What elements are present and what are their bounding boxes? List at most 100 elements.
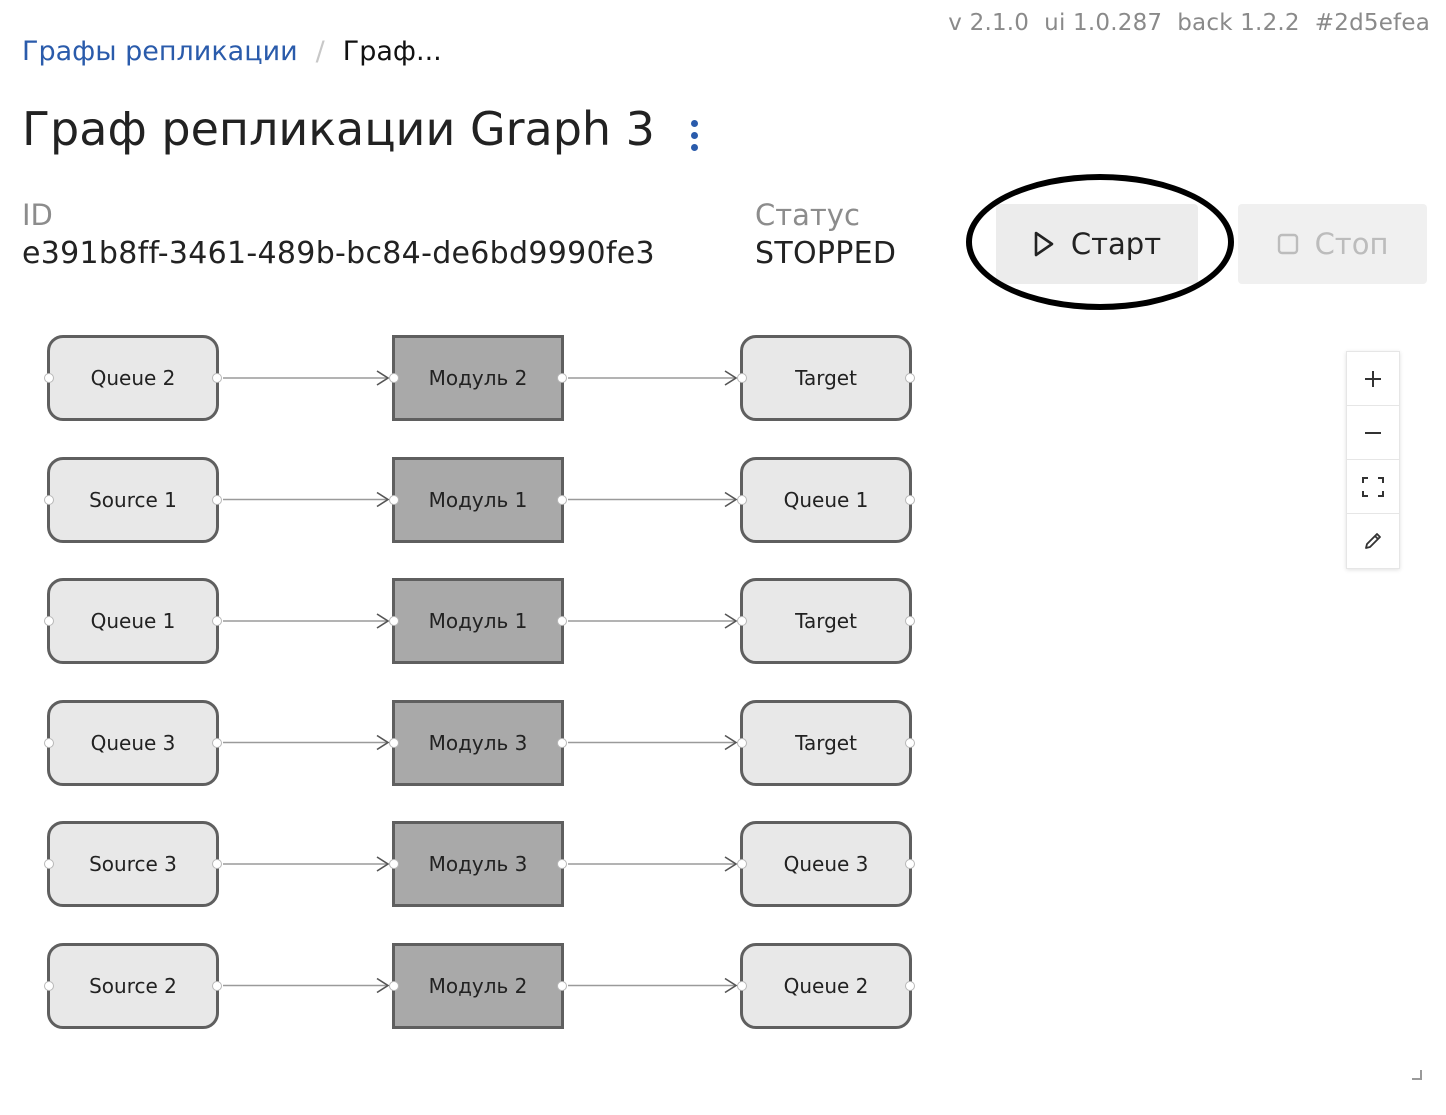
graph-port-left[interactable] — [737, 737, 747, 748]
graph-port-left[interactable] — [389, 737, 399, 748]
graph-port-right[interactable] — [212, 859, 222, 869]
graph-edge-arrowhead — [724, 856, 738, 872]
zoom-in-button[interactable] — [1347, 352, 1399, 406]
graph-node-label: Queue 2 — [90, 366, 176, 390]
graph-port-left[interactable] — [44, 737, 54, 748]
id-label: ID — [22, 198, 53, 232]
zoom-controls — [1346, 351, 1400, 569]
graph-port-right[interactable] — [905, 859, 915, 869]
breadcrumb-link-graphs[interactable]: Графы репликации — [22, 36, 298, 67]
graph-edge-arrowhead — [376, 734, 390, 751]
graph-node-label: Queue 3 — [90, 730, 176, 755]
graph-edge-arrowhead — [376, 370, 390, 386]
stop-icon — [1277, 233, 1298, 255]
graph-node-source[interactable]: Source 3 — [44, 821, 222, 907]
graph-port-right[interactable] — [557, 616, 567, 626]
graph-node-label: Target — [795, 609, 857, 633]
graph-node-target[interactable]: Queue 3 — [737, 821, 915, 907]
resize-handle[interactable] — [1412, 1070, 1422, 1080]
graph-port-right[interactable] — [905, 980, 915, 991]
graph-port-right[interactable] — [905, 373, 915, 383]
breadcrumb-separator: / — [315, 36, 325, 67]
graph-port-left[interactable] — [44, 494, 54, 505]
graph-port-left[interactable] — [44, 980, 54, 991]
graph-node-source[interactable]: Source 1 — [44, 456, 222, 543]
graph-port-left[interactable] — [389, 980, 399, 991]
graph-node-label: Модуль 3 — [428, 852, 528, 876]
graph-node-module[interactable]: Модуль 2 — [389, 335, 567, 421]
graph-port-right[interactable] — [557, 737, 567, 748]
graph-port-left[interactable] — [389, 616, 399, 626]
graph-edge-arrowhead — [376, 977, 390, 994]
graph-port-left[interactable] — [389, 494, 399, 505]
graph-port-right[interactable] — [905, 616, 915, 626]
page-title: Граф репликации Graph 3 — [22, 102, 655, 156]
title-row: Граф репликации Graph 3 — [22, 98, 701, 158]
graph-node-label: Source 2 — [89, 973, 177, 998]
graph-port-left[interactable] — [44, 616, 54, 626]
graph-edge-arrowhead — [724, 977, 738, 994]
graph-node-source[interactable]: Queue 2 — [44, 335, 222, 421]
graph-port-right[interactable] — [905, 737, 915, 748]
start-button[interactable]: Старт — [996, 204, 1198, 284]
graph-node-target[interactable]: Target — [737, 699, 915, 786]
stop-button-label: Стоп — [1314, 227, 1389, 261]
graph-port-right[interactable] — [905, 494, 915, 505]
graph-port-left[interactable] — [44, 859, 54, 869]
graph-node-target[interactable]: Queue 2 — [737, 942, 915, 1029]
graph-node-label: Target — [795, 730, 857, 755]
graph-port-left[interactable] — [389, 859, 399, 869]
breadcrumb: Графы репликации / Граф... — [22, 36, 442, 67]
version-info: v 2.1.0 ui 1.0.287 back 1.2.2 #2d5efea — [948, 10, 1430, 36]
graph-port-left[interactable] — [389, 373, 399, 383]
graph-node-module[interactable]: Модуль 2 — [389, 942, 567, 1029]
graph-node-module[interactable]: Модуль 1 — [389, 578, 567, 664]
graph-port-left[interactable] — [737, 859, 747, 869]
graph-port-left[interactable] — [737, 980, 747, 991]
graph-edges — [223, 370, 738, 994]
graph-port-right[interactable] — [212, 373, 222, 383]
graph-port-right[interactable] — [212, 494, 222, 505]
edit-button[interactable] — [1347, 514, 1399, 568]
more-vertical-icon[interactable] — [689, 120, 701, 151]
graph-node-label: Queue 2 — [783, 973, 869, 998]
graph-edge-arrowhead — [724, 734, 738, 751]
graph-edge-arrowhead — [724, 370, 738, 386]
graph-node-label: Source 1 — [89, 487, 177, 512]
graph-node-target[interactable]: Target — [737, 335, 915, 421]
graph-port-left[interactable] — [737, 616, 747, 626]
graph-node-source[interactable]: Source 2 — [44, 942, 222, 1029]
breadcrumb-current: Граф... — [342, 36, 442, 67]
graph-node-module[interactable]: Модуль 3 — [389, 821, 567, 907]
stop-button[interactable]: Стоп — [1238, 204, 1427, 284]
graph-edge-arrowhead — [376, 856, 390, 872]
fit-view-icon — [1362, 476, 1384, 497]
graph-node-label: Target — [795, 366, 857, 390]
graph-port-right[interactable] — [212, 616, 222, 626]
graph-node-module[interactable]: Модуль 3 — [389, 699, 567, 786]
graph-port-right[interactable] — [212, 980, 222, 991]
graph-node-target[interactable]: Target — [737, 578, 915, 664]
graph-node-label: Модуль 2 — [428, 973, 528, 998]
graph-port-right[interactable] — [557, 494, 567, 505]
graph-port-right[interactable] — [557, 373, 567, 383]
start-button-label: Старт — [1070, 227, 1162, 261]
play-icon — [1034, 231, 1054, 257]
fit-view-button[interactable] — [1347, 460, 1399, 514]
pencil-icon — [1365, 533, 1381, 549]
graph-port-left[interactable] — [737, 494, 747, 505]
graph-node-source[interactable]: Queue 3 — [44, 699, 222, 786]
graph-node-module[interactable]: Модуль 1 — [389, 456, 567, 543]
graph-port-left[interactable] — [737, 373, 747, 383]
graph-node-source[interactable]: Queue 1 — [44, 578, 222, 664]
graph-node-target[interactable]: Queue 1 — [737, 456, 915, 543]
graph-port-right[interactable] — [557, 980, 567, 991]
graph-edge-arrowhead — [724, 613, 738, 629]
graph-node-label: Queue 1 — [783, 487, 869, 512]
id-value: e391b8ff-3461-489b-bc84-de6bd9990fe3 — [22, 236, 655, 271]
graph-port-right[interactable] — [557, 859, 567, 869]
zoom-out-button[interactable] — [1347, 406, 1399, 460]
graph-port-right[interactable] — [212, 737, 222, 748]
graph-port-left[interactable] — [44, 373, 54, 383]
